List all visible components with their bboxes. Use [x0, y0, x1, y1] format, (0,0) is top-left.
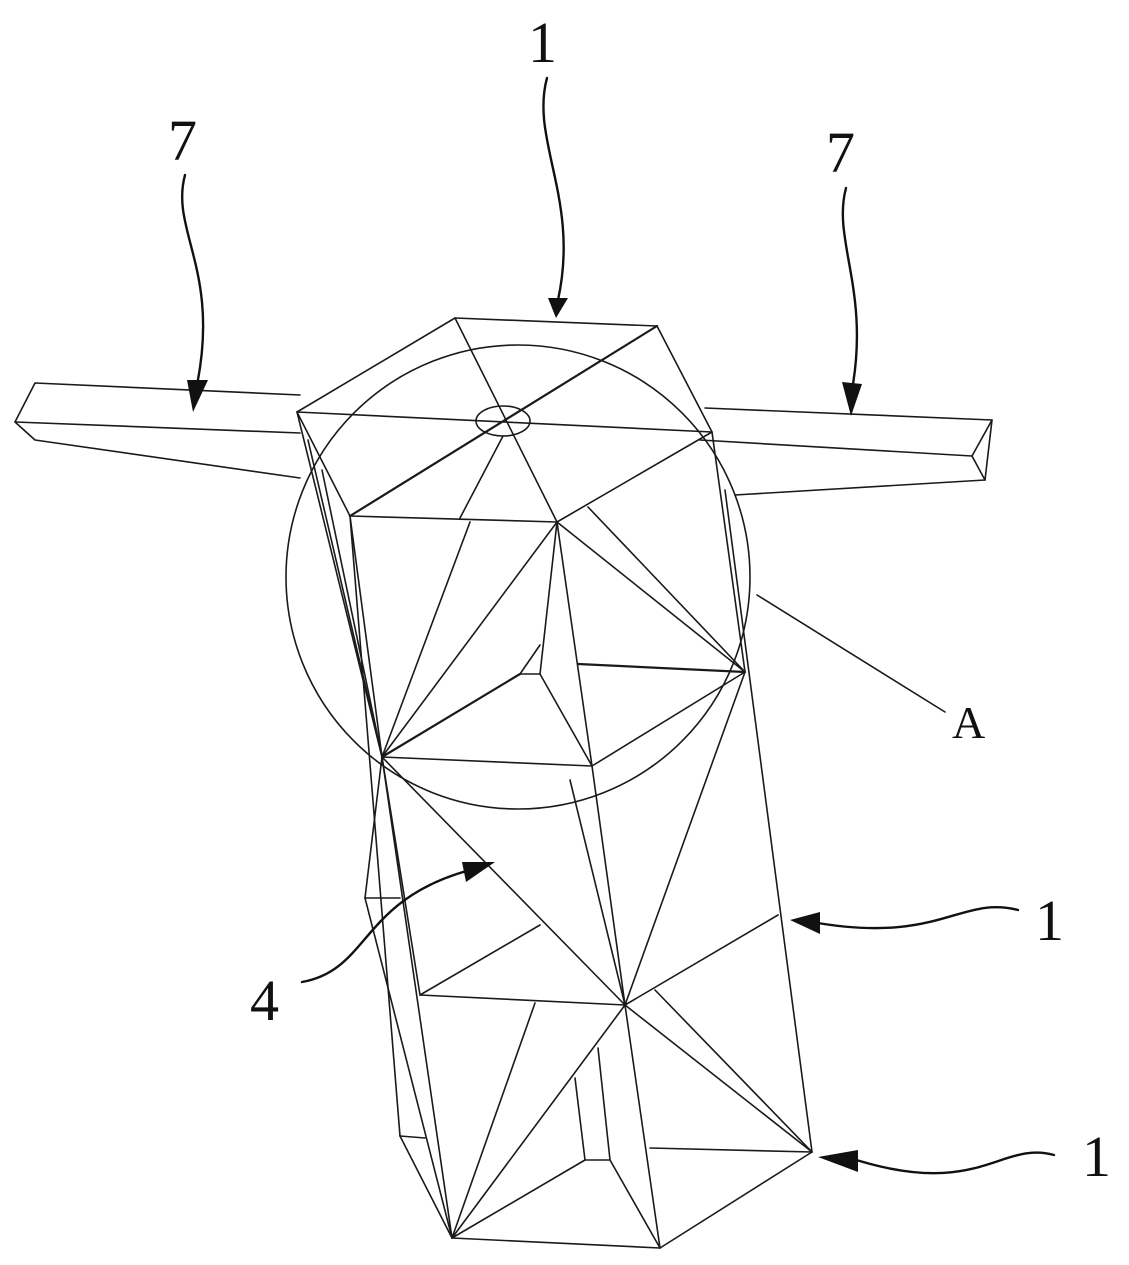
detail-circle-a	[285, 344, 751, 810]
lower-body	[349, 515, 813, 1249]
label-left-arm: 7	[168, 108, 197, 173]
upper-body	[296, 411, 813, 1153]
label-right-arm: 7	[826, 120, 855, 185]
label-right-middle: 1	[1035, 888, 1064, 953]
left-arm	[14, 382, 301, 479]
label-detail-a: A	[952, 697, 985, 748]
top-cap	[296, 317, 713, 523]
label-center: 4	[250, 968, 279, 1033]
right-arm	[699, 407, 993, 496]
label-right-bottom: 1	[1082, 1124, 1111, 1189]
label-top: 1	[528, 10, 557, 75]
leader-lines	[180, 76, 1056, 1175]
